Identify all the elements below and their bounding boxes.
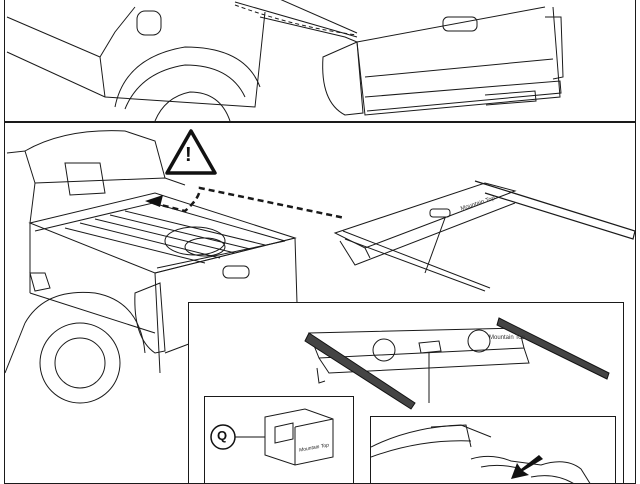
truck-rear-installed-drawing — [6, 0, 564, 121]
q-bracket-drawing — [210, 408, 334, 466]
hand-install-drawing — [371, 424, 591, 483]
warning-triangle-icon — [165, 129, 217, 175]
q-part-detail: Q Mountain Top — [204, 396, 354, 484]
warning-exclamation: ! — [185, 144, 192, 166]
hand-detail — [370, 416, 616, 484]
arrow-down-left-icon — [511, 455, 543, 479]
truck-bed-assembly-drawing — [5, 129, 635, 404]
rail-label-inset: Mountain Top — [489, 335, 525, 341]
q-marker: Q — [217, 428, 228, 443]
rail-closeup-drawing — [304, 317, 610, 410]
top-illustration-panel — [4, 0, 636, 122]
